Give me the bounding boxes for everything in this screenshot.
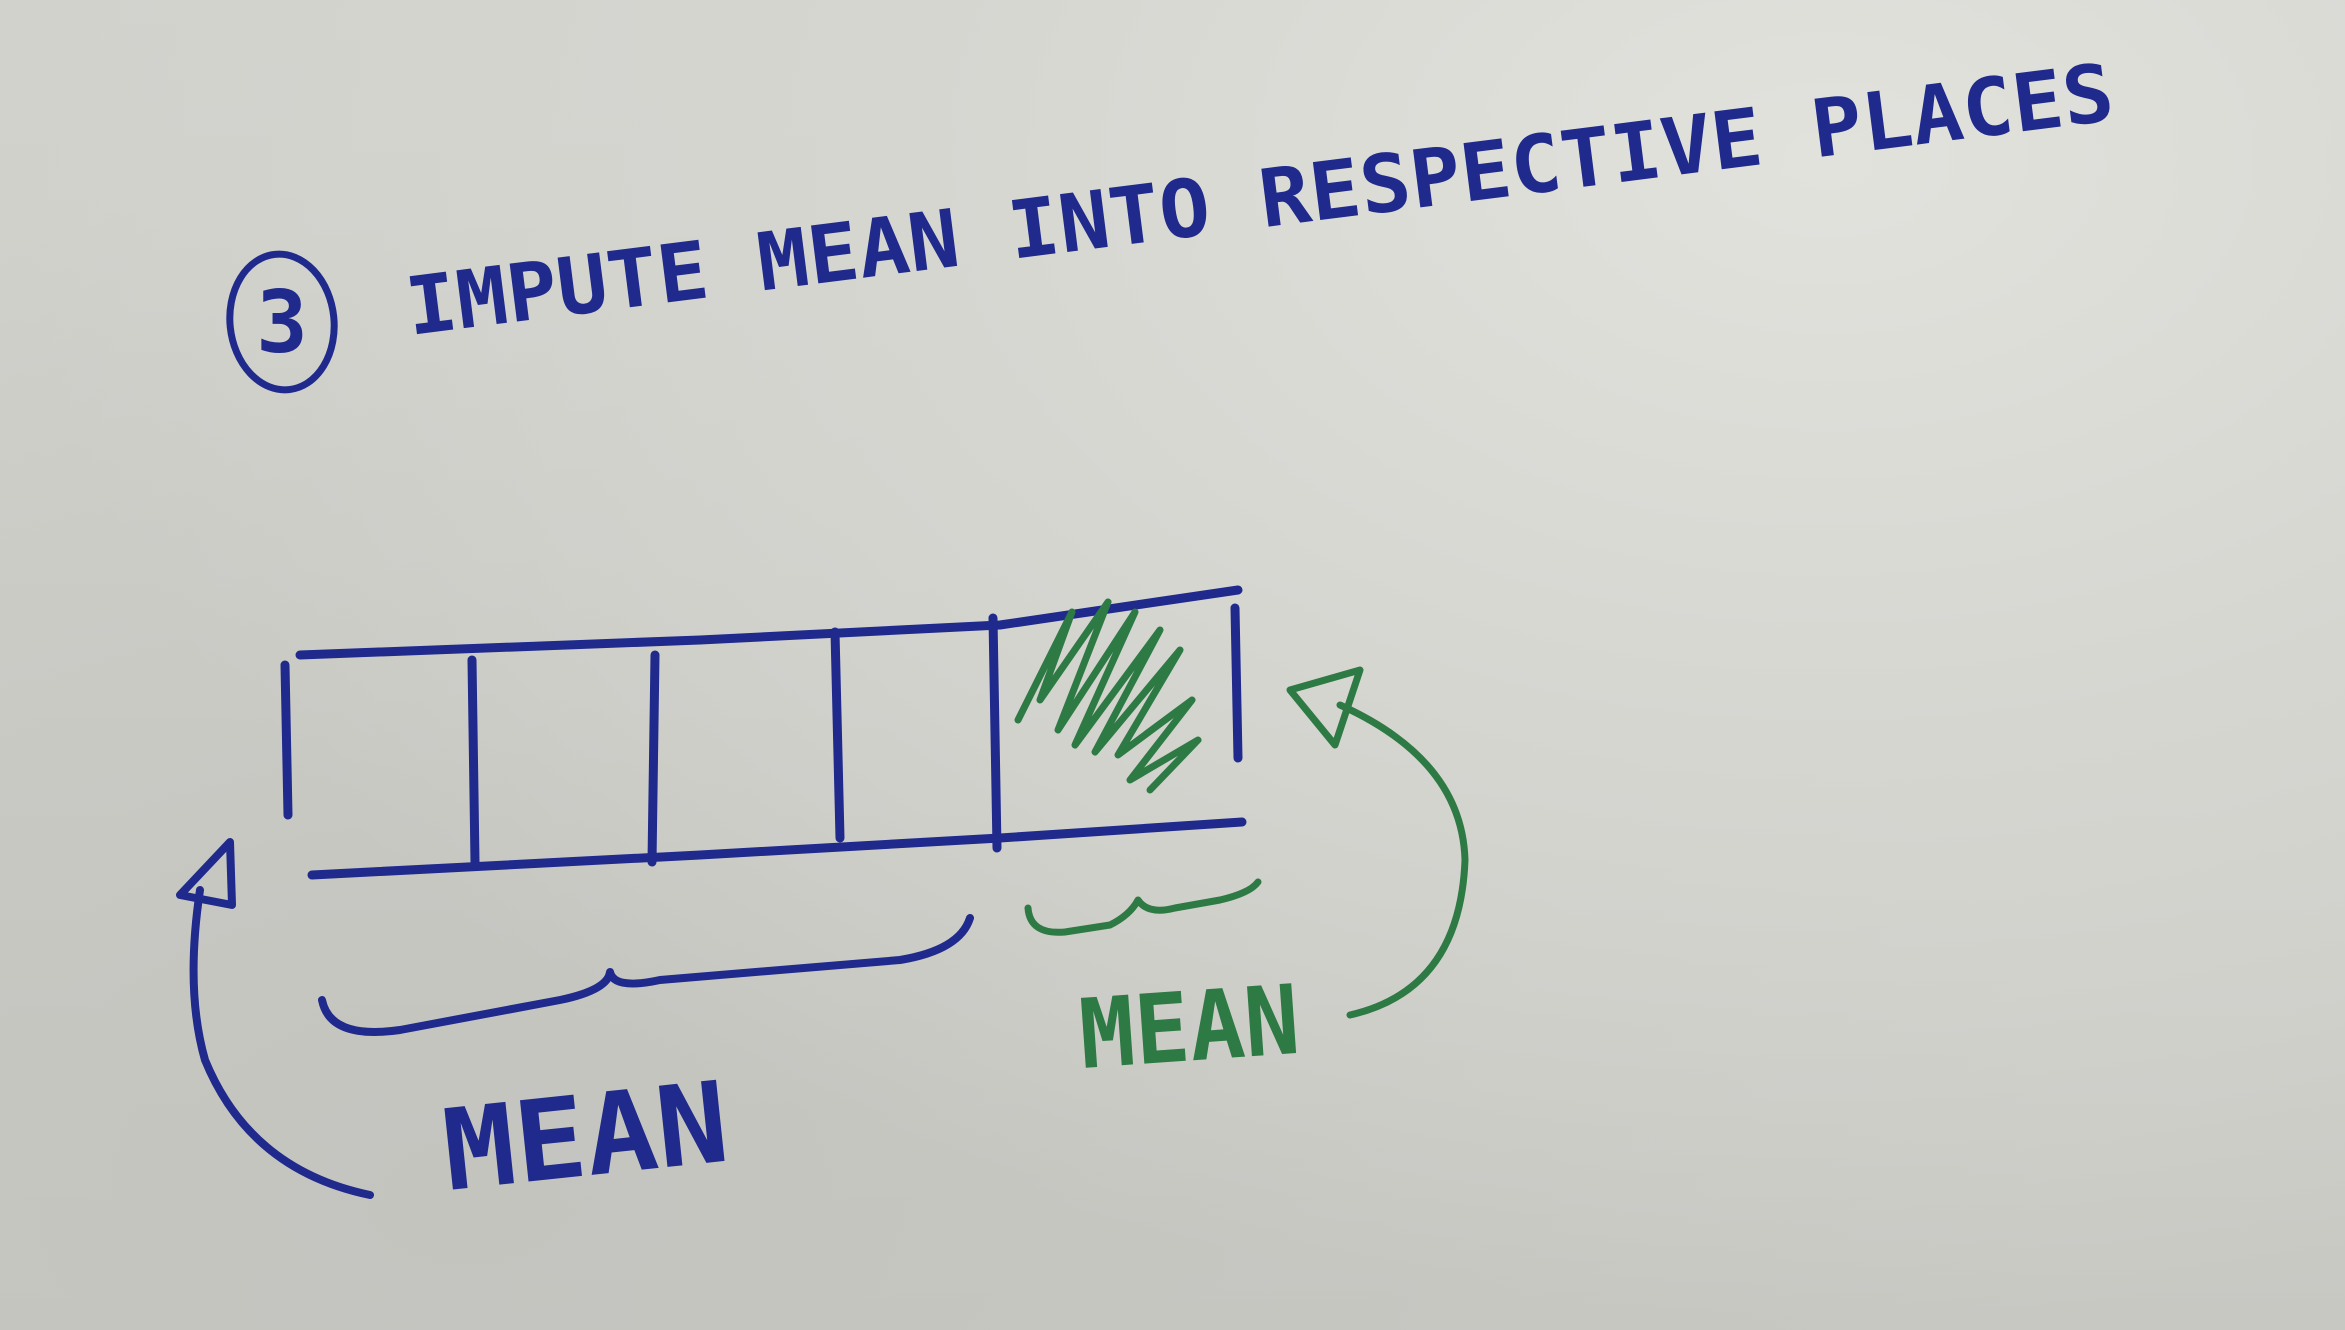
cell-divider (830, 627, 845, 843)
cell-divider (988, 613, 1002, 853)
step-number: 3 (256, 273, 308, 373)
cell-divider (1230, 603, 1243, 763)
cell-divider (280, 660, 293, 820)
right-arrowhead (1286, 666, 1364, 749)
filled-cell-scribble (1014, 598, 1202, 794)
array-top-edge (295, 585, 1243, 660)
left-arrowhead (176, 838, 236, 909)
right-brace (1024, 878, 1262, 936)
step-badge: 3 (226, 250, 338, 394)
left-mean-annotation: MEAN (176, 838, 974, 1217)
left-arrow-curve (189, 886, 374, 1199)
cell-divider (467, 655, 480, 867)
left-brace (318, 914, 974, 1036)
left-mean-label: MEAN (437, 1058, 734, 1217)
right-arrow-curve (1336, 701, 1469, 1019)
step-circle (226, 250, 338, 394)
array-diagram (280, 585, 1247, 880)
array-bottom-edge (307, 817, 1247, 880)
right-mean-annotation: MEAN (1024, 666, 1469, 1091)
heading-title: IMPUTE MEAN INTO RESPECTIVE PLACES (401, 46, 2119, 354)
cell-divider (647, 650, 660, 867)
right-mean-label: MEAN (1076, 964, 1303, 1091)
